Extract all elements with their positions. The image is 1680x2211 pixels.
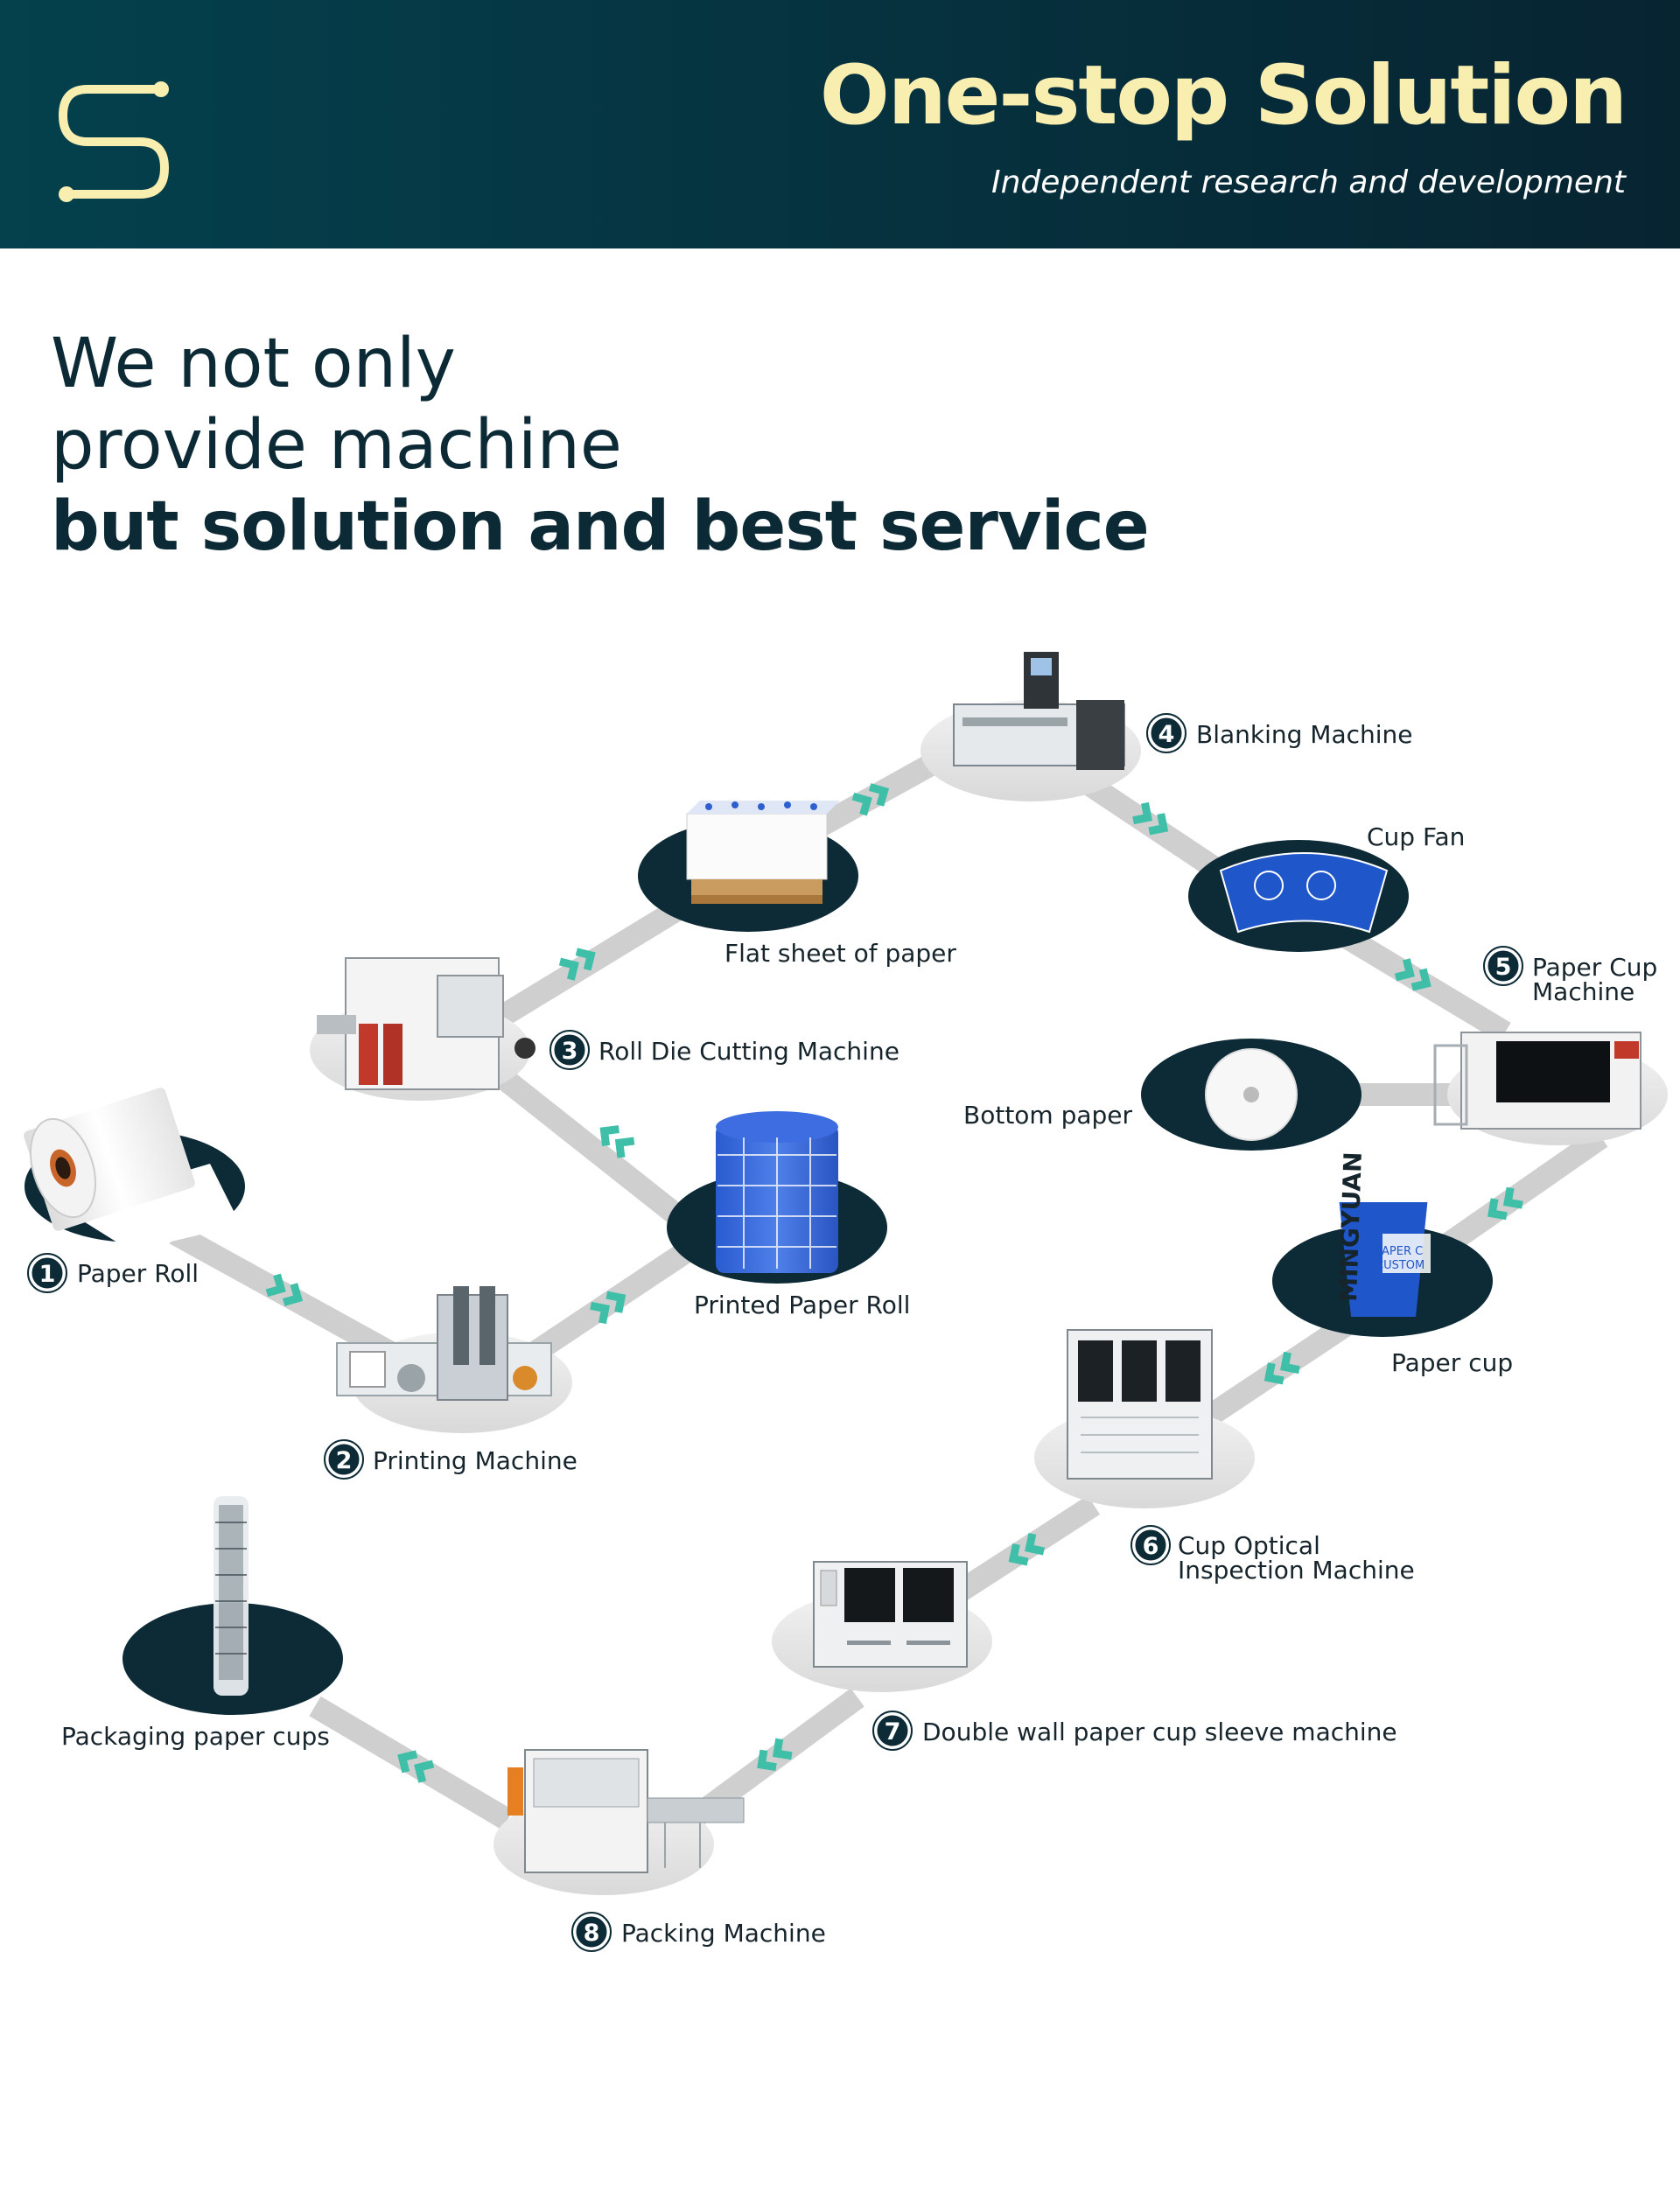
cup-print-text-2: CUSTOM <box>1376 1259 1424 1272</box>
label-paper-cup-machine-1: Paper Cup <box>1532 953 1657 982</box>
svg-text:7: 7 <box>885 1718 901 1746</box>
label-optical-inspection-2: Inspection Machine <box>1178 1556 1415 1585</box>
svg-text:6: 6 <box>1143 1533 1159 1560</box>
step-badge-7: 7 <box>872 1711 913 1751</box>
step-badge-4: 4 <box>1146 713 1186 753</box>
header-banner: One-stop Solution Independent research a… <box>0 0 1680 248</box>
cup-print-text-1: PAPER C <box>1376 1245 1423 1258</box>
arrow-8-pack <box>397 1750 435 1783</box>
node-paper-cup: MINGYUAN PAPER C CUSTOM <box>1272 1151 1493 1337</box>
arrow-fan-5 <box>1394 958 1432 991</box>
node-printing-machine <box>336 1286 572 1433</box>
label-blanking-machine: Blanking Machine <box>1196 720 1413 749</box>
step-badge-5: 5 <box>1483 946 1523 986</box>
path-fan-5 <box>1324 917 1511 1043</box>
arrow-7-8 <box>757 1738 793 1772</box>
arrow-flat-4 <box>851 783 890 816</box>
step-badge-2: 2 <box>324 1439 364 1480</box>
step-badges: 1 2 3 4 5 6 7 <box>27 713 1523 1952</box>
hero-line-2: provide machine <box>51 406 622 485</box>
node-paper-cup-machine <box>1433 1032 1668 1145</box>
node-double-wall-sleeve-machine <box>772 1561 992 1692</box>
node-bottom-paper <box>1141 1039 1362 1151</box>
label-roll-die-cutting-machine: Roll Die Cutting Machine <box>598 1037 900 1066</box>
arrow-4-fan <box>1132 801 1169 836</box>
hero-line-3: but solution and best service <box>51 487 1150 566</box>
arrow-printed-3 <box>599 1125 635 1158</box>
label-flat-sheet: Flat sheet of paper <box>724 939 956 968</box>
flow-arrows <box>265 783 1523 1783</box>
label-paper-roll: Paper Roll <box>77 1259 199 1288</box>
page-subtitle: Independent research and development <box>990 164 1626 200</box>
path-6-7 <box>938 1495 1101 1611</box>
arrow-1-2 <box>265 1273 304 1306</box>
node-blanking-machine <box>920 652 1141 801</box>
hero-heading: We not only provide machine but solution… <box>51 324 1150 568</box>
label-optical-inspection-1: Cup Optical <box>1178 1531 1320 1560</box>
label-double-wall-sleeve-machine: Double wall paper cup sleeve machine <box>922 1718 1397 1746</box>
hero-line-1: We not only <box>51 325 456 403</box>
cup-brand-text: MINGYUAN <box>1334 1151 1368 1302</box>
node-flat-sheet <box>638 801 858 932</box>
node-cup-fan <box>1188 840 1409 952</box>
node-cup-optical-inspection-machine <box>1034 1329 1255 1508</box>
svg-text:4: 4 <box>1158 721 1175 748</box>
node-roll-die-cutting-machine <box>310 957 536 1101</box>
path-8-pack <box>309 1696 514 1830</box>
node-packing-machine <box>494 1749 745 1895</box>
node-paper-roll <box>24 1088 245 1251</box>
step-badge-8: 8 <box>571 1912 612 1952</box>
diagram-labels: Paper Roll Printing Machine Roll Die Cut… <box>61 720 1657 1948</box>
svg-text:8: 8 <box>584 1920 600 1947</box>
arrow-5-cup <box>1487 1186 1523 1221</box>
svg-text:2: 2 <box>336 1447 353 1474</box>
svg-text:1: 1 <box>39 1261 56 1288</box>
path-printed-3 <box>482 1058 708 1243</box>
step-badge-3: 3 <box>550 1030 590 1070</box>
node-packaging-paper-cups <box>122 1496 343 1715</box>
svg-text:3: 3 <box>562 1038 578 1065</box>
svg-text:5: 5 <box>1495 954 1512 981</box>
arrow-3-flat <box>558 948 596 981</box>
arrow-2-printed <box>590 1291 626 1325</box>
page-title: One-stop Solution <box>819 48 1628 143</box>
label-paper-cup: Paper cup <box>1391 1348 1513 1377</box>
step-badge-1: 1 <box>27 1253 67 1293</box>
label-packing-machine: Packing Machine <box>621 1919 826 1948</box>
label-packaging-paper-cups: Packaging paper cups <box>61 1722 330 1751</box>
arrow-6-7 <box>1008 1533 1045 1566</box>
arrow-cup-6 <box>1264 1351 1300 1385</box>
node-printed-paper-roll <box>667 1111 887 1284</box>
s-circuit-logo-icon <box>58 81 170 202</box>
step-badge-6: 6 <box>1130 1525 1171 1565</box>
label-cup-fan: Cup Fan <box>1367 822 1465 851</box>
label-printing-machine: Printing Machine <box>373 1446 578 1475</box>
label-bottom-paper: Bottom paper <box>963 1101 1133 1130</box>
label-printed-paper-roll: Printed Paper Roll <box>694 1291 910 1319</box>
label-paper-cup-machine-2: Machine <box>1532 977 1634 1006</box>
